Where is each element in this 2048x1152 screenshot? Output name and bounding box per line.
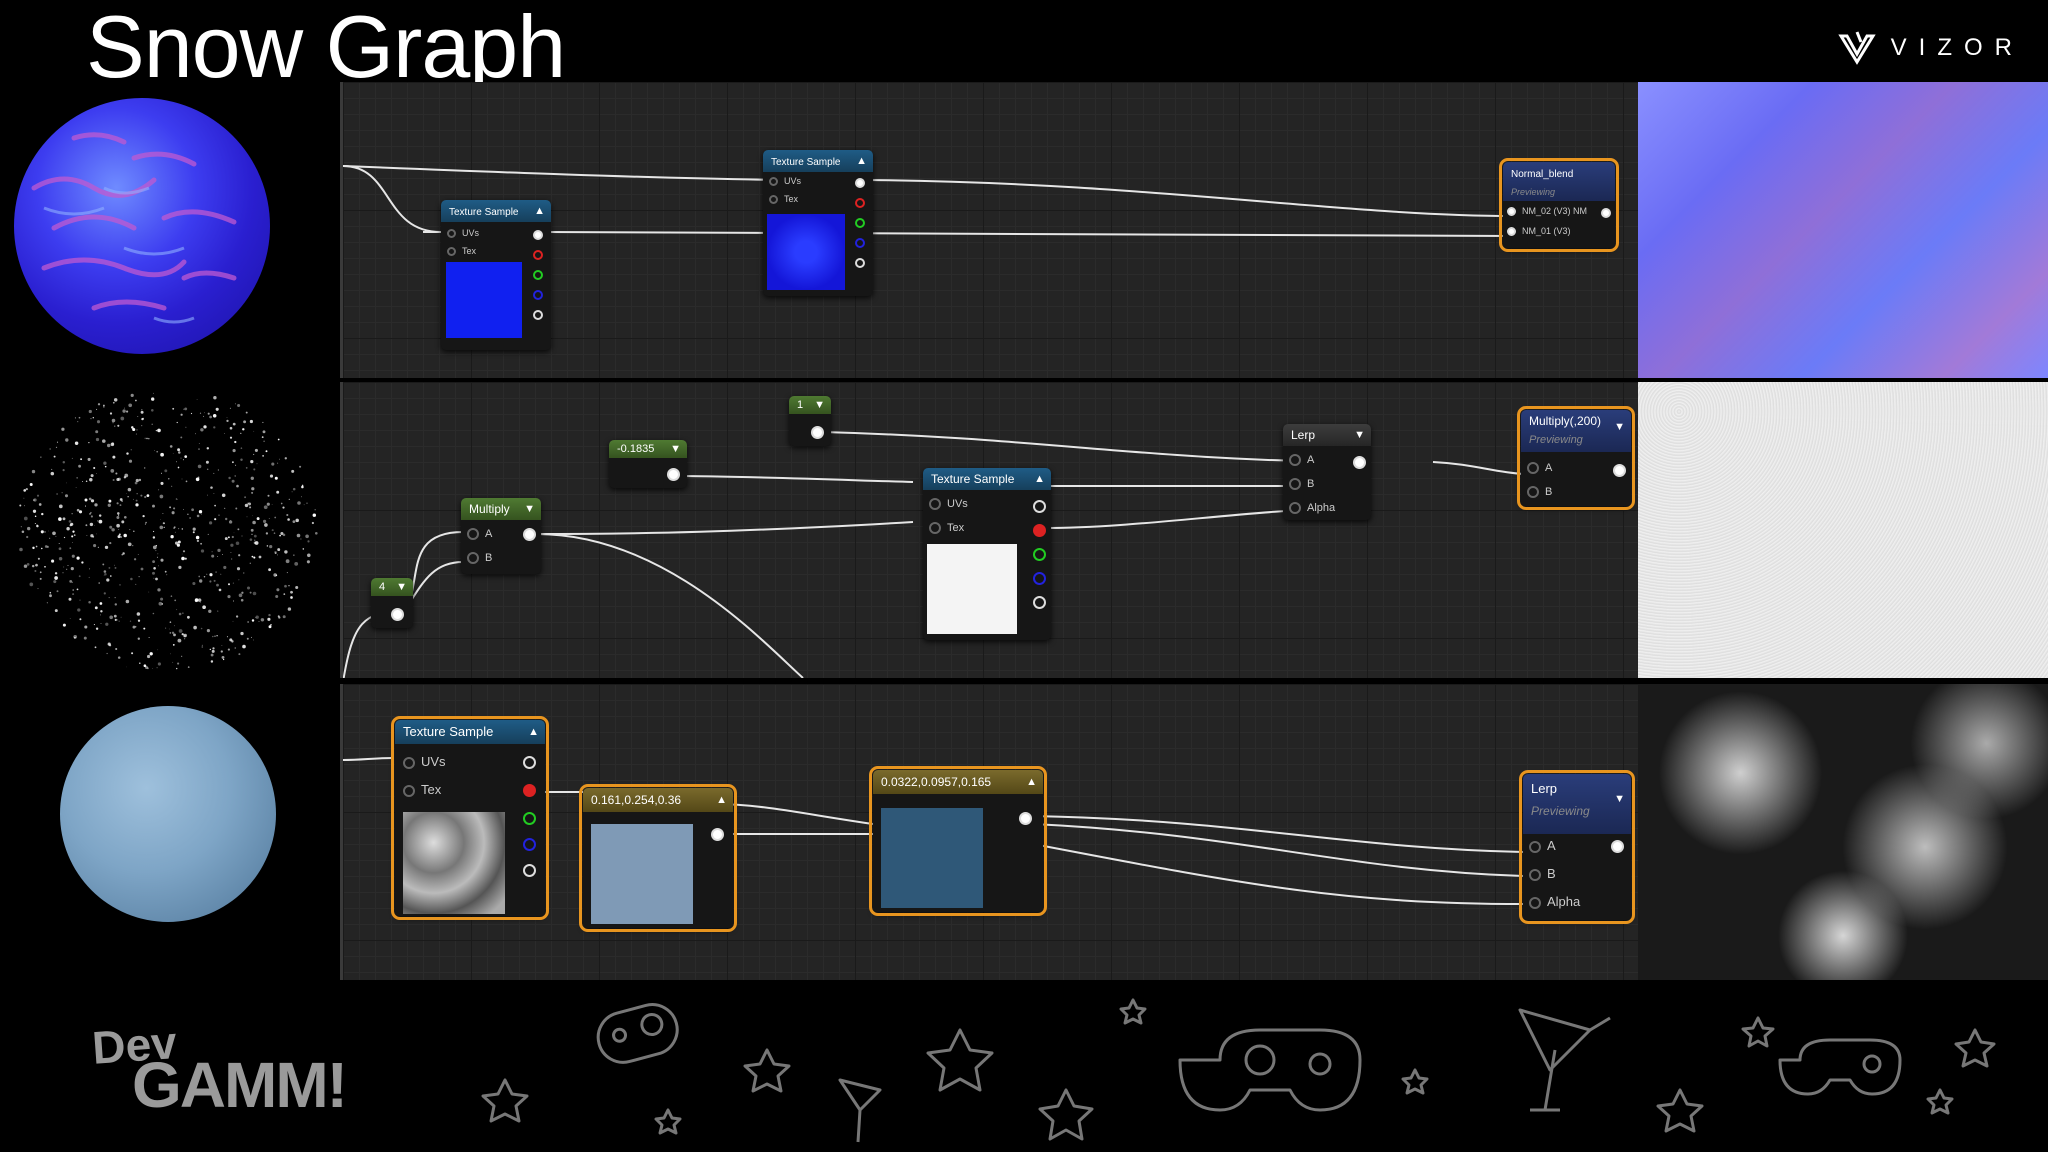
node-title: Normal_blend — [1511, 169, 1574, 180]
pin-alpha: Alpha — [1547, 894, 1581, 909]
lerp-node[interactable]: Lerp▼ Previewing A B Alpha — [1519, 770, 1635, 924]
sparkle-sphere-preview — [0, 380, 336, 680]
constant-node[interactable]: 4▼ — [371, 578, 413, 628]
constant-node[interactable]: -0.1835▼ — [609, 440, 687, 488]
node-title: 0.0322,0.0957,0.165 — [881, 775, 992, 789]
texture-sample-node[interactable]: Texture Sample▲ UVs Tex — [923, 468, 1051, 640]
node-title: Lerp — [1291, 428, 1316, 442]
graph-panel-sparkle[interactable]: 1▼ -0.1835▼ 4▼ Multiply▼ A B Texture Sam… — [340, 382, 1641, 678]
node-title: Multiply — [469, 502, 510, 516]
pin-b: B — [1547, 866, 1556, 881]
preview-status: Previewing — [1511, 187, 1556, 197]
node-title: Texture Sample — [771, 157, 841, 168]
ice-sphere-preview — [60, 706, 276, 922]
color-constant-node[interactable]: 0.161,0.254,0.36▲ — [579, 784, 737, 932]
pin-uvs: UVs — [947, 498, 968, 510]
decor-icons — [481, 998, 1996, 1143]
preview-status: Previewing — [1531, 804, 1590, 818]
pin-nm01: NM_01 (V3) — [1522, 226, 1571, 236]
pin-a: A — [485, 528, 493, 540]
pin-uvs: UVs — [462, 228, 480, 238]
node-title: Texture Sample — [403, 724, 494, 739]
color-swatch — [591, 824, 693, 924]
pin-b: B — [1545, 486, 1553, 498]
texture-preview — [927, 544, 1017, 634]
page-title: Snow Graph — [86, 0, 566, 96]
brand-text: VIZOR — [1890, 34, 2024, 61]
texture-sample-node[interactable]: Texture Sample▲ UVs Tex — [441, 200, 551, 350]
vizor-mark-icon — [1837, 31, 1876, 65]
node-title: Multiply(,200) — [1529, 414, 1602, 428]
texture-sample-node[interactable]: Texture Sample▲ UVs Tex — [763, 150, 873, 296]
normal-blend-node[interactable]: Normal_blend Previewing NM_02 (V3) NM NM… — [1499, 158, 1619, 252]
vizor-logo: VIZOR — [1837, 30, 2024, 66]
pin-a: A — [1307, 454, 1315, 466]
devgamm-logo: Dev GAMM! — [90, 1012, 348, 1122]
pin-nm02: NM_02 (V3) NM — [1522, 206, 1588, 216]
node-title: Lerp — [1531, 781, 1558, 796]
pin-tex: Tex — [784, 194, 799, 204]
node-title: 0.161,0.254,0.36 — [591, 793, 682, 807]
footer-decor: Dev GAMM! — [0, 980, 2048, 1152]
graph-panel-normal[interactable]: Texture Sample▲ UVs Tex Texture Sample▲ … — [340, 82, 1641, 378]
pin-alpha: Alpha — [1307, 502, 1336, 514]
constant-value: 4 — [379, 581, 386, 593]
preview-status: Previewing — [1529, 434, 1583, 446]
texture-preview — [446, 262, 522, 338]
texture-preview — [767, 214, 845, 290]
pin-b: B — [485, 552, 493, 564]
cloud-texture-preview — [1638, 684, 2048, 980]
node-title: Texture Sample — [449, 207, 519, 218]
pin-b: B — [1307, 478, 1315, 490]
pin-tex: Tex — [947, 522, 965, 534]
node-title: Texture Sample — [931, 472, 1015, 486]
color-swatch — [881, 808, 983, 908]
devgamm-bottom: GAMM! — [132, 1049, 348, 1121]
pin-a: A — [1545, 462, 1553, 474]
pin-uvs: UVs — [421, 754, 446, 769]
constant-value: 1 — [797, 399, 804, 411]
graph-panel-ice[interactable]: Texture Sample▲ UVs Tex 0.161,0.254,0.36… — [340, 684, 1641, 980]
pin-tex: Tex — [421, 782, 442, 797]
normal-sphere-preview — [14, 98, 270, 354]
wires — [343, 757, 1524, 905]
pin-a: A — [1547, 838, 1556, 853]
texture-sample-node[interactable]: Texture Sample▲ UVs Tex — [391, 716, 549, 920]
wires — [343, 165, 1514, 237]
multiply-200-node[interactable]: Multiply(,200)▼ Previewing A B — [1517, 406, 1635, 510]
multiply-node[interactable]: Multiply▼ A B — [461, 498, 541, 574]
color-constant-node[interactable]: 0.0322,0.0957,0.165▲ — [869, 766, 1047, 916]
lerp-node[interactable]: Lerp▼ A B Alpha — [1283, 424, 1371, 520]
constant-node[interactable]: 1▼ — [789, 396, 831, 446]
constant-value: -0.1835 — [617, 443, 655, 455]
pin-uvs: UVs — [784, 176, 802, 186]
texture-preview — [403, 812, 505, 914]
pin-tex: Tex — [462, 246, 477, 256]
normal-texture-preview — [1638, 82, 2048, 378]
noise-texture-preview — [1638, 382, 2048, 678]
